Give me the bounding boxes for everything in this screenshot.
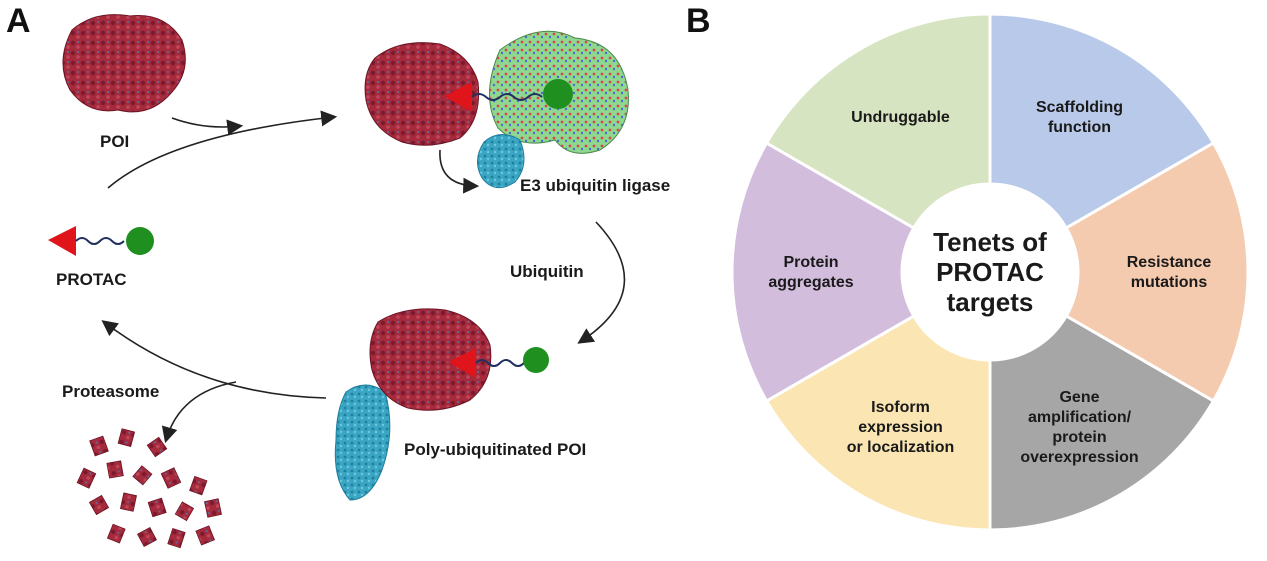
wheel-center [902,184,1078,360]
proteasome-label: Proteasome [62,382,160,401]
poi-protein [62,14,186,113]
poly-ubiquitinated-label: Poly-ubiquitinated POI [404,440,587,459]
poly-poi [369,308,492,411]
protac-linker [75,237,125,245]
protac-ligand [126,227,154,255]
arrow-ubiquitination [577,221,626,344]
wheel-segment-label: Undruggable [851,109,950,126]
protac-warhead [48,226,76,256]
e3-ligase-label: E3 ubiquitin ligase [520,176,671,195]
arrow-protac-to-complex [107,110,338,189]
arrow-degradation [161,381,237,444]
arrow-ubiquitin-transfer [439,149,480,194]
poly-warhead [448,348,476,378]
complex-linker [471,93,543,101]
poly-linker [475,359,525,367]
ligase-cyan [477,134,525,189]
poly-ligand [523,347,549,373]
arrow-poi-to-complex [171,117,244,136]
complex-poi [364,42,480,146]
complex-ligand [543,79,573,109]
complex-warhead [444,82,472,112]
panel-b-letter: B [686,2,711,40]
ubiquitin-label: Ubiquitin [510,262,584,281]
arrow-recycle [101,320,327,399]
poi-label: POI [100,132,130,151]
peptide-fragments [76,428,222,549]
panel-a-letter: A [6,2,31,40]
protac-label: PROTAC [56,270,127,289]
